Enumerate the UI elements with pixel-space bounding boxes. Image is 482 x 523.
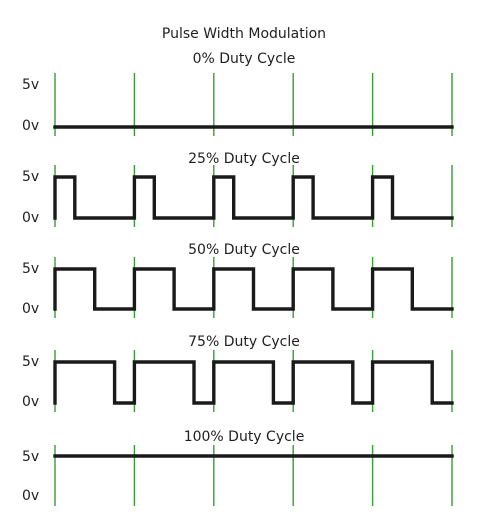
row-4-period-markers [54, 445, 453, 506]
row-3-duty-cycle: 75% Duty Cycle 5v 0v [22, 334, 454, 412]
row-1-5v-label: 5v [22, 169, 39, 185]
row-0-0v-label: 0v [22, 118, 39, 134]
row-0-duty-cycle: 0% Duty Cycle 5v 0v [22, 51, 454, 136]
row-2-duty-cycle: 50% Duty Cycle 5v 0v [22, 242, 454, 318]
row-2-5v-label: 5v [22, 261, 39, 277]
row-4-duty-cycle: 100% Duty Cycle 5v 0v [22, 429, 454, 506]
row-4-0v-label: 0v [22, 488, 39, 504]
row-1-0v-label: 0v [22, 210, 39, 226]
row-4-5v-label: 5v [22, 449, 39, 465]
row-1-title: 25% Duty Cycle [188, 151, 300, 167]
row-3-title: 75% Duty Cycle [188, 334, 300, 350]
row-0-5v-label: 5v [22, 77, 39, 93]
row-4-title: 100% Duty Cycle [184, 429, 305, 445]
row-3-0v-label: 0v [22, 394, 39, 410]
row-0-title: 0% Duty Cycle [193, 51, 296, 67]
row-1-duty-cycle: 25% Duty Cycle 5v 0v [22, 151, 454, 227]
row-2-waveform [53, 267, 454, 311]
diagram-title: Pulse Width Modulation [162, 26, 326, 42]
row-1-waveform [53, 175, 454, 220]
row-2-title: 50% Duty Cycle [188, 242, 300, 258]
row-3-waveform [53, 360, 454, 405]
row-2-0v-label: 0v [22, 301, 39, 317]
row-3-5v-label: 5v [22, 354, 39, 370]
